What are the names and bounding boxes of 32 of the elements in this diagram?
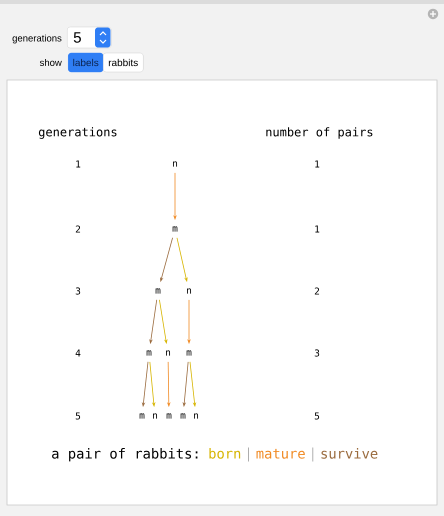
column-heading: generations (38, 127, 116, 139)
node-letter: n (173, 161, 178, 167)
toggle-button: labels (68, 52, 104, 72)
node-letter: m (180, 413, 186, 419)
node-letter: n (166, 350, 170, 356)
node-letter: m (140, 413, 144, 419)
node-letter: m (166, 413, 172, 419)
legend-entry: born (209, 448, 240, 459)
node-letter: m (186, 350, 192, 356)
pair-count: 1 (315, 160, 320, 168)
generation-number: 5 (76, 412, 80, 420)
legend-entry: survive (321, 448, 378, 459)
legend-title: a pair of rabbits: (52, 448, 198, 462)
generation-number: 1 (76, 160, 80, 168)
node-letter: m (172, 226, 178, 232)
legend-entry: mature (256, 448, 305, 459)
node-letter: n (187, 288, 192, 294)
node-letter: n (153, 413, 158, 419)
node-letter: m (156, 288, 160, 294)
generation-number: 4 (76, 350, 80, 356)
generation-number: 3 (76, 287, 80, 295)
node-letter: m (146, 350, 152, 356)
column-heading: number of pairs (266, 127, 372, 139)
pair-count: 2 (314, 287, 320, 295)
pair-count: 1 (315, 226, 320, 232)
toggle-button: rabbits (103, 52, 144, 72)
pair-count: 3 (314, 349, 320, 357)
control-label: show (40, 59, 62, 66)
pair-count: 5 (314, 412, 320, 420)
node-letter: n (194, 413, 198, 419)
control-label: generations (12, 34, 62, 44)
generation-number: 2 (76, 225, 80, 233)
